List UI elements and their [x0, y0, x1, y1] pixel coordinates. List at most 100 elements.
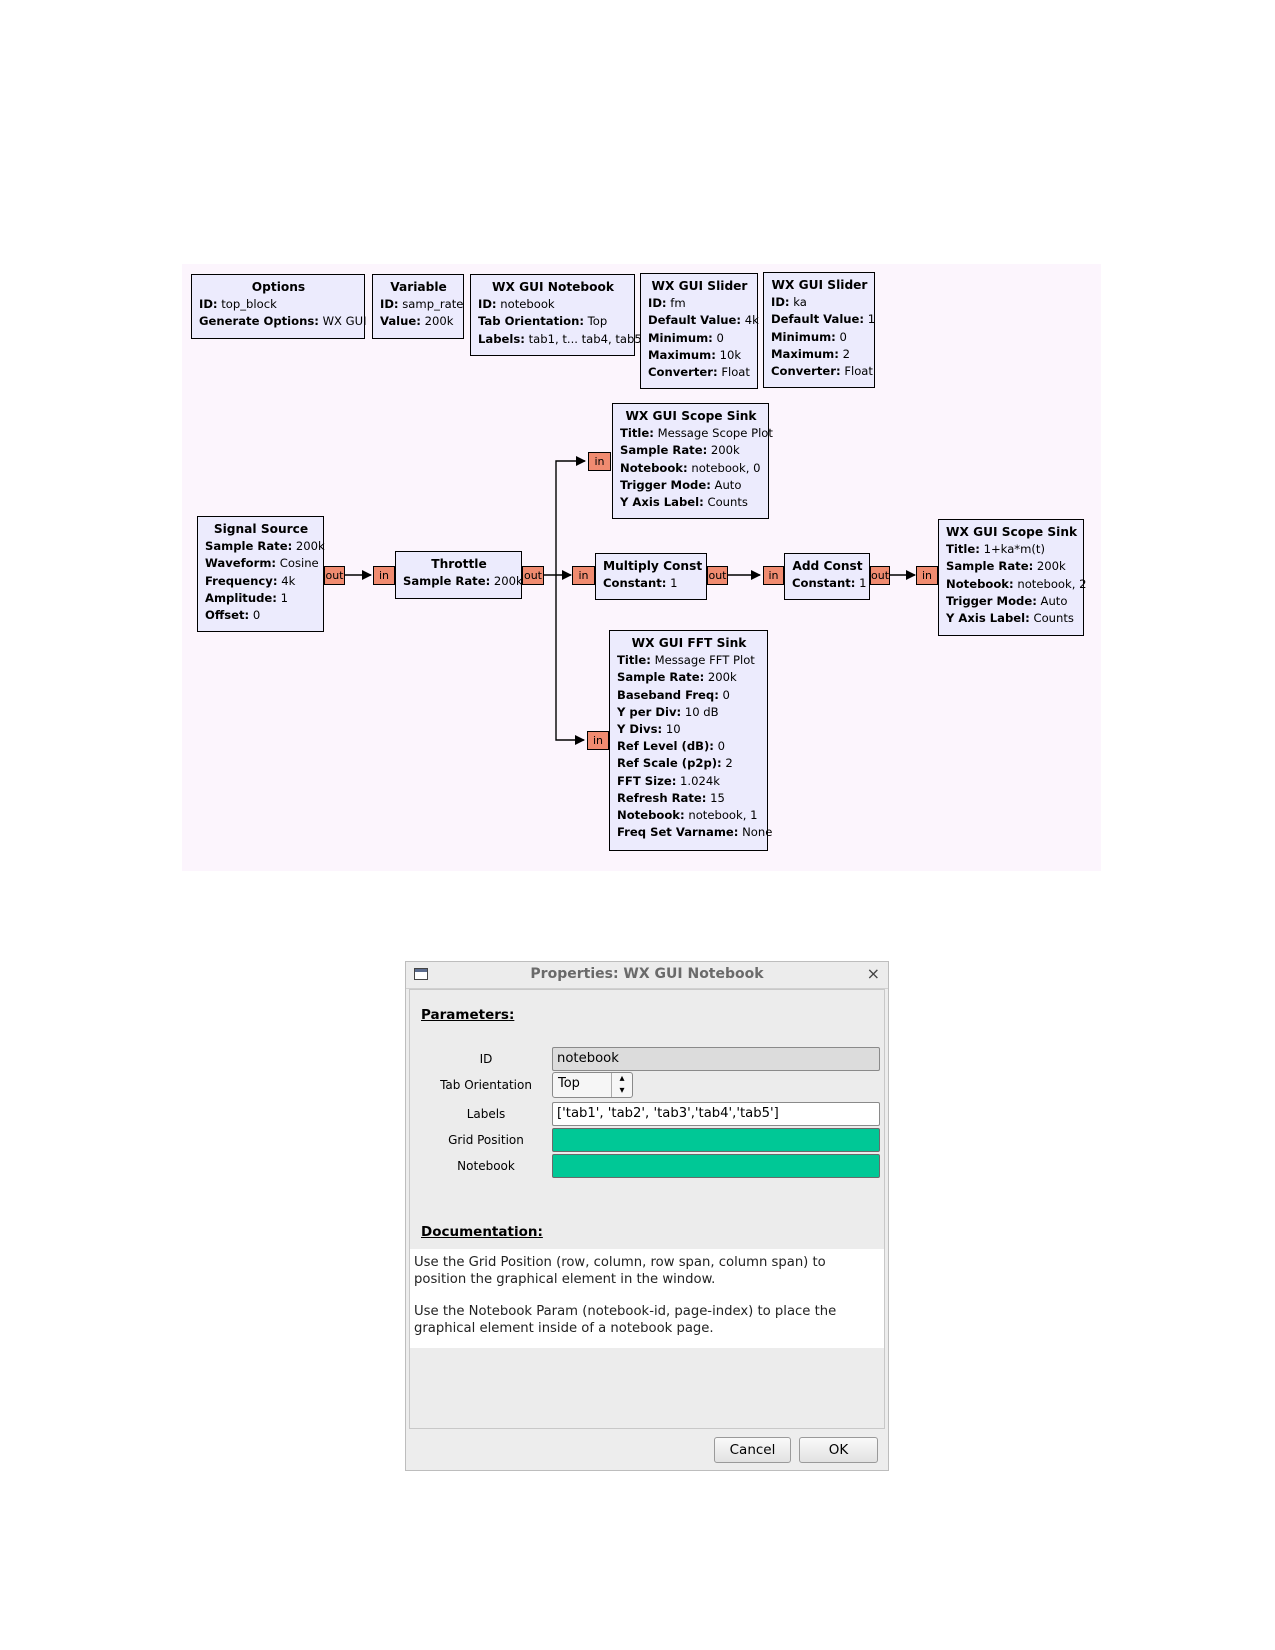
close-icon[interactable]: × [866, 964, 880, 983]
block-param-value: 2 [725, 756, 733, 771]
block-param-value: 4k [744, 313, 759, 328]
labels-field[interactable]: ['tab1', 'tab2', 'tab3','tab4','tab5'] [552, 1102, 880, 1126]
documentation-heading: Documentation: [421, 1224, 543, 1240]
block-param-value: Message Scope Plot [657, 426, 773, 441]
block-param-row: Waveform: Cosine [205, 555, 319, 572]
block-param-key: Notebook: [620, 460, 688, 475]
block-param-value: notebook, 2 [1017, 576, 1087, 591]
dialog-title: Properties: WX GUI Notebook [530, 966, 764, 982]
block-param-row: Notebook: notebook, 1 [617, 807, 761, 824]
block-param-value: Auto [714, 477, 742, 492]
doc-paragraph-2: Use the Notebook Param (notebook-id, pag… [414, 1304, 837, 1336]
block-param-value: 1 [867, 312, 876, 327]
add-in-port[interactable]: in [763, 566, 784, 585]
block-param-value: Counts [1033, 611, 1074, 626]
block-param-key: Y Divs: [617, 722, 663, 737]
chevron-updown-icon: ▴▾ [611, 1073, 632, 1097]
param-label-id: ID [479, 1052, 493, 1066]
cancel-button[interactable]: Cancel [714, 1437, 791, 1463]
ok-button[interactable]: OK [799, 1437, 878, 1463]
block-param-row: Default Value: 1 [771, 311, 875, 328]
block-param-key: Freq Set Varname: [617, 825, 739, 840]
block-param-value: 200k [493, 574, 523, 589]
block-title: Add Const [792, 559, 863, 573]
signal-source-out-port[interactable]: out [324, 566, 345, 585]
block-param-value: None [742, 825, 773, 840]
id-field[interactable]: notebook [552, 1047, 880, 1071]
block-param-row: Sample Rate: 200k [946, 558, 1077, 575]
grid-position-field[interactable] [552, 1128, 880, 1152]
block-param-value: 200k [710, 443, 740, 458]
scope-msg-in-port[interactable]: in [588, 452, 611, 471]
block-param-value: Cosine [279, 556, 319, 571]
block-param-key: Notebook: [617, 808, 685, 823]
block-param-key: Tab Orientation: [478, 314, 584, 329]
block-param-value: 10 [665, 722, 681, 737]
block-title: WX GUI Slider [651, 279, 748, 293]
block-param-row: Constant: 1 [603, 575, 700, 592]
block-param-row: ID: fm [648, 295, 751, 312]
documentation-text: Use the Grid Position (row, column, row … [410, 1249, 884, 1348]
block-param-row: Baseband Freq: 0 [617, 687, 761, 704]
block-param-key: Sample Rate: [403, 574, 491, 589]
multiply-out-port[interactable]: out [707, 566, 728, 585]
block-param-value: notebook [500, 297, 555, 312]
block-param-row: ID: notebook [478, 296, 628, 313]
block-param-value: notebook, 1 [688, 808, 758, 823]
block-param-row: Labels: tab1, t... tab4, tab5 [478, 331, 642, 348]
block-param-value: 200k [1036, 559, 1066, 574]
block-param-value: 2 [842, 346, 850, 361]
add-out-port[interactable]: out [870, 566, 890, 585]
throttle-out-port[interactable]: out [522, 566, 544, 585]
block-param-row: Y Axis Label: Counts [946, 610, 1077, 627]
block-param-row: Minimum: 0 [648, 330, 751, 347]
tab-orientation-select[interactable]: Top ▴▾ [552, 1072, 633, 1098]
dialog-titlebar[interactable]: Properties: WX GUI Notebook × [406, 962, 888, 989]
block-param-key: Minimum: [648, 330, 713, 345]
block-param-value: Message FFT Plot [654, 653, 755, 668]
block-title: Throttle [431, 557, 487, 571]
block-param-key: Minimum: [771, 329, 836, 344]
fft-in-port[interactable]: in [587, 731, 609, 750]
block-param-key: Trigger Mode: [946, 593, 1037, 608]
window-icon [414, 968, 428, 980]
block-param-key: ID: [648, 296, 667, 311]
block-param-row: Refresh Rate: 15 [617, 790, 761, 807]
properties-dialog: Properties: WX GUI Notebook × Parameters… [405, 961, 889, 1471]
multiply-in-port[interactable]: in [572, 566, 595, 585]
block-param-row: Y per Div: 10 dB [617, 704, 761, 721]
block-title: Variable [390, 280, 447, 294]
notebook-field[interactable] [552, 1154, 880, 1178]
block-title: WX GUI Scope Sink [946, 525, 1078, 539]
block-param-key: Converter: [648, 365, 718, 380]
block-param-row: ID: samp_rate [380, 296, 463, 313]
throttle-in-port[interactable]: in [373, 566, 395, 585]
block-param-key: Maximum: [648, 347, 716, 362]
block-param-key: Converter: [771, 364, 841, 379]
param-label-tab-orientation: Tab Orientation [440, 1078, 532, 1092]
block-param-value: 1.024k [680, 773, 720, 788]
block-param-value: notebook, 0 [691, 460, 761, 475]
param-label-notebook: Notebook [457, 1159, 515, 1173]
block-param-row: ID: ka [771, 294, 868, 311]
block-param-value: 1 [280, 590, 288, 605]
scope-am-in-port[interactable]: in [916, 566, 938, 585]
block-param-key: Default Value: [648, 313, 742, 328]
block-param-row: Trigger Mode: Auto [946, 593, 1077, 610]
block-param-row: Sample Rate: 200k [620, 442, 762, 459]
tab-orientation-value: Top [558, 1076, 580, 1091]
parameters-heading: Parameters: [421, 1007, 515, 1023]
block-param-key: ID: [199, 297, 218, 312]
